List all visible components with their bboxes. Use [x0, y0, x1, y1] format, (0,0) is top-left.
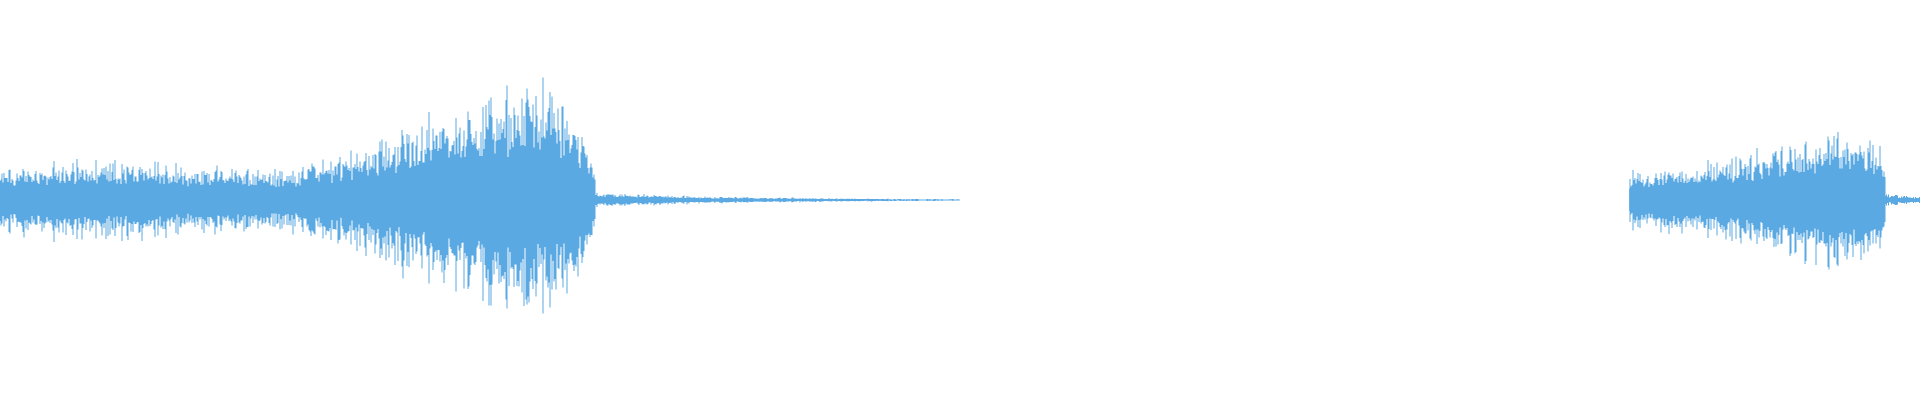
- waveform-core-clip-2: [1629, 172, 1886, 228]
- waveform-core-clip-2-tail: [1884, 197, 1920, 203]
- waveform-core-clip-1-tail: [594, 197, 961, 203]
- waveform-layer: [0, 77, 1920, 314]
- waveform-core-clip-1: [0, 156, 595, 244]
